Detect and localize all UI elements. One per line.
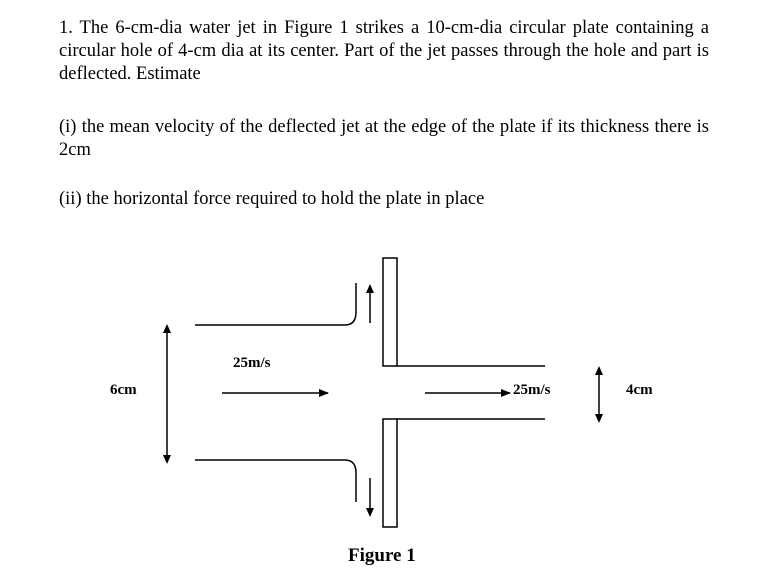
deflected-up-arrowhead (366, 284, 374, 293)
jet-diameter-arrowhead-up (163, 324, 171, 333)
figure-caption: Figure 1 (348, 545, 416, 566)
plate-upper (382, 257, 398, 367)
hole-diameter-arrowhead-up (595, 366, 603, 375)
hole-diameter-arrowhead-down (595, 414, 603, 423)
question-part-i: (i) the mean velocity of the deflected j… (59, 117, 709, 160)
plate-lower (382, 418, 398, 528)
jet-diameter-label: 6cm (110, 382, 137, 398)
jet-lower-boundary (195, 459, 357, 502)
outlet-velocity-label: 25m/s (513, 382, 551, 398)
question-part-ii: (ii) the horizontal force required to ho… (59, 189, 485, 209)
deflected-down-arrowhead (366, 508, 374, 517)
jet-upper-boundary (195, 283, 357, 326)
hole-diameter-label: 4cm (626, 382, 653, 398)
inlet-velocity-label: 25m/s (233, 355, 271, 371)
jet-diameter-arrowhead-down (163, 455, 171, 464)
problem-statement: 1. The 6-cm-dia water jet in Figure 1 st… (59, 18, 709, 84)
